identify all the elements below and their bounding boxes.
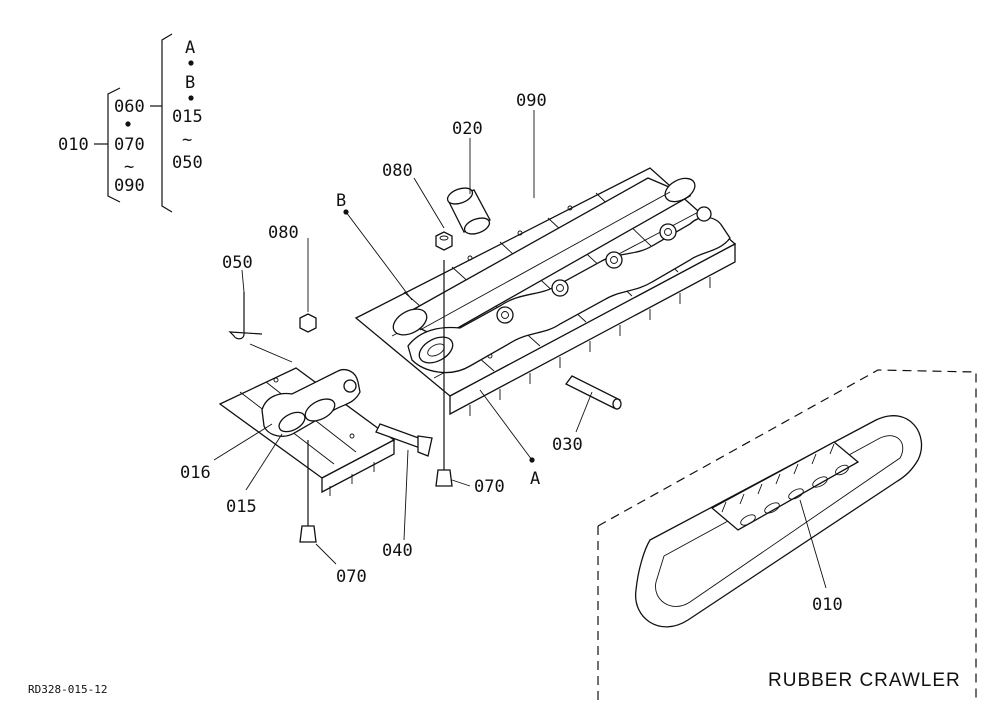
leader-lines <box>213 110 593 565</box>
legend-dot <box>188 95 194 101</box>
clip-050 <box>228 292 263 340</box>
chain-links-rear <box>392 177 696 339</box>
legend-item: 015 <box>172 107 203 127</box>
callout-070: 070 <box>474 477 505 497</box>
legend-tilde: ~ <box>182 130 192 150</box>
rubber-crawler <box>635 415 923 628</box>
callout-015: 015 <box>226 497 257 517</box>
legend-bracket-outer <box>161 33 173 213</box>
callout-ref-a: A <box>530 469 540 489</box>
callout-070: 070 <box>336 567 367 587</box>
callout-labels: 090 020 080 B 080 050 016 015 A 070 030 … <box>180 91 583 587</box>
nut-080-right <box>435 231 453 251</box>
callout-080: 080 <box>382 161 413 181</box>
legend-item: 060 <box>114 97 145 117</box>
track-sub-assembly <box>218 292 433 543</box>
callout-050: 050 <box>222 253 253 273</box>
callout-ref-b: B <box>336 191 346 211</box>
legend-item: 050 <box>172 153 203 173</box>
callout-010: 010 <box>812 595 843 615</box>
callout-090: 090 <box>516 91 547 111</box>
rubber-crawler-inset: 010 RUBBER CRAWLER <box>597 369 977 700</box>
roller-020 <box>446 187 491 235</box>
legend-item: B <box>185 73 195 93</box>
pin-030 <box>565 375 622 410</box>
legend-dot <box>188 60 194 66</box>
drawing-number: RD328-015-12 <box>28 683 107 696</box>
legend-item: A <box>185 38 195 58</box>
bolt-070-right <box>435 260 453 487</box>
legend-tilde: ~ <box>124 157 134 177</box>
legend-item: 070 <box>114 135 145 155</box>
legend-tree: 010 060 070 ~ 090 A B 015 ~ 050 <box>58 33 203 213</box>
callout-040: 040 <box>382 541 413 561</box>
legend-dot <box>125 121 131 127</box>
callout-030: 030 <box>552 435 583 455</box>
nut-080-left <box>299 313 317 333</box>
callout-016: 016 <box>180 463 211 483</box>
callout-020: 020 <box>452 119 483 139</box>
legend-root-label: 010 <box>58 135 89 155</box>
legend-bracket-inner <box>107 87 121 203</box>
track-assembly <box>354 167 737 487</box>
legend-item: 090 <box>114 176 145 196</box>
callout-080: 080 <box>268 223 299 243</box>
inset-caption: RUBBER CRAWLER <box>768 670 961 691</box>
chain-links-front <box>407 206 731 374</box>
